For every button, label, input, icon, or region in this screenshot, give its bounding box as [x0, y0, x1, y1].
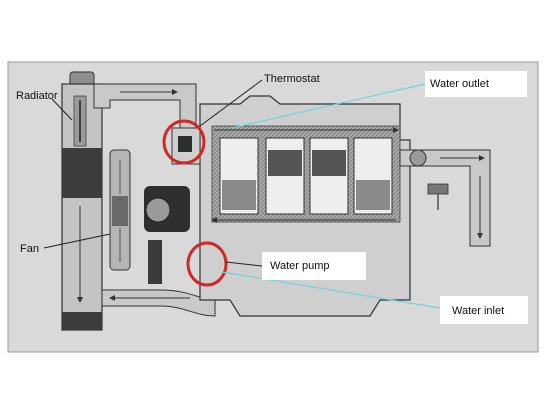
water-outlet-label: Water outlet — [430, 78, 489, 90]
water-inlet-leader — [221, 271, 441, 309]
water-pump-highlight-circle — [186, 241, 228, 287]
fan-leader — [43, 233, 111, 249]
water-pump-leader — [225, 261, 263, 267]
water-outlet-label-box — [425, 71, 527, 97]
water-inlet-label: Water inlet — [452, 305, 505, 317]
thermostat-label: Thermostat — [264, 73, 320, 85]
fan — [109, 149, 131, 271]
lower-hose — [101, 289, 216, 317]
radiator — [61, 71, 103, 331]
pump-pulley — [144, 186, 190, 284]
water-outlet-leader — [231, 83, 426, 129]
fan-label: Fan — [20, 243, 39, 255]
water-inlet-label-box — [440, 296, 528, 324]
radiator-leader — [51, 98, 73, 121]
upper-hose — [93, 83, 197, 129]
engine-block — [199, 95, 411, 317]
thermostat-highlight-circle — [162, 119, 206, 165]
heater-loop — [399, 149, 491, 247]
water-pump-label-box — [262, 252, 366, 280]
thermostat-leader — [199, 79, 263, 127]
radiator-label: Radiator — [16, 90, 58, 102]
water-pump-label: Water pump — [270, 260, 330, 272]
